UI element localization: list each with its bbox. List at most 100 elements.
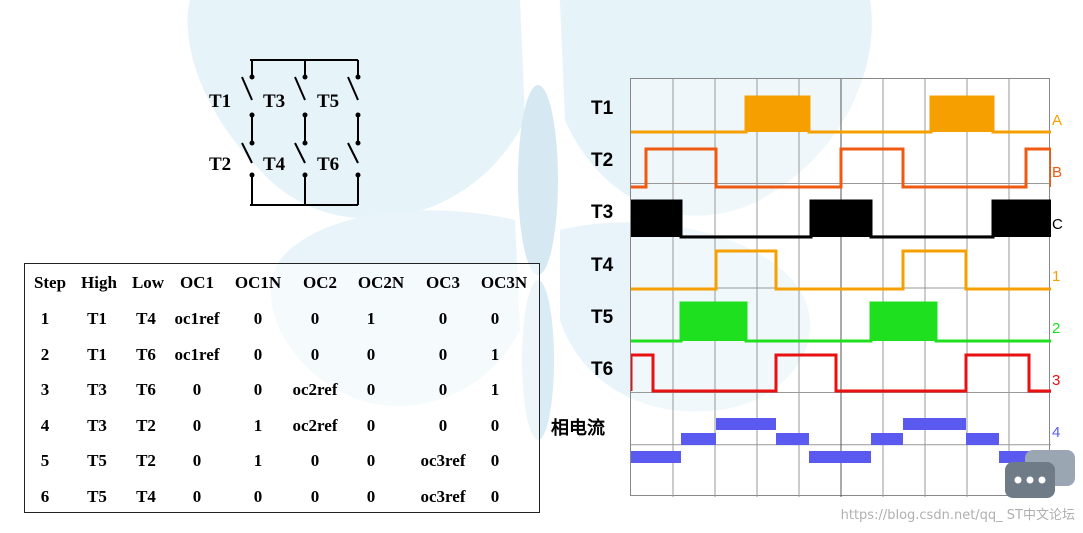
table-cell: T3 — [87, 380, 107, 399]
trace-t3-pulse — [631, 201, 681, 237]
trace-t5-pulse — [871, 303, 936, 341]
table-cell: 0 — [366, 415, 376, 435]
trace-phase-current — [681, 433, 716, 445]
oscilloscope-capture: A B C 1 2 3 4 — [620, 78, 1063, 498]
trace-label-t3: T3 — [591, 202, 614, 223]
switch-wiring-icon — [241, 59, 361, 206]
table-cell: 1 — [40, 309, 50, 328]
table-cell: 0 — [192, 415, 202, 435]
switch-label-t3: T3 — [263, 91, 286, 112]
table-header-high: High — [81, 273, 117, 292]
table-header-low: Low — [131, 273, 165, 292]
table-cell: T1 — [87, 344, 107, 364]
table-header-oc1: OC1 — [180, 273, 214, 292]
table-header-oc3: OC3 — [426, 273, 460, 292]
trace-label-t5: T5 — [591, 307, 614, 328]
table-cell: 0 — [366, 380, 376, 399]
table-cell: 0 — [438, 415, 448, 435]
table-cell: oc2ref — [292, 380, 338, 399]
table-cell: 0 — [490, 309, 500, 328]
three-phase-switch-diagram: T1 T3 T5 T2 T4 T6 — [200, 55, 375, 210]
channel-marker-3: 3 — [1052, 372, 1061, 389]
trace-phase-current — [809, 451, 871, 463]
channel-marker-2: 2 — [1052, 320, 1061, 337]
table-cell: 0 — [310, 486, 320, 506]
switch-label-t1: T1 — [209, 91, 232, 112]
table-cell: oc3ref — [420, 451, 466, 470]
table-cell: 0 — [366, 486, 376, 506]
table-cell: T4 — [136, 309, 156, 328]
scope-waveforms — [629, 79, 1053, 497]
table-cell: T1 — [87, 309, 107, 328]
table-cell: 1 — [490, 380, 500, 399]
table-cell: 3 — [40, 380, 50, 399]
table-cell: 0 — [366, 451, 376, 470]
table-cell: oc3ref — [420, 486, 466, 506]
channel-marker-1: 1 — [1052, 268, 1061, 285]
channel-marker-b: B — [1052, 164, 1063, 181]
table-cell: 0 — [310, 309, 320, 328]
trace-phase-current — [716, 418, 776, 430]
table-cell: oc1ref — [174, 344, 220, 364]
table-cell: 0 — [310, 344, 320, 364]
trace-label-phase-current: 相电流 — [551, 418, 605, 439]
trace-label-t1: T1 — [591, 98, 614, 119]
table-cell: 0 — [253, 309, 263, 328]
table-cell: T4 — [136, 486, 156, 506]
table-cell: 1 — [253, 415, 263, 435]
trace-label-t4: T4 — [591, 255, 614, 276]
trace-phase-current — [871, 433, 903, 445]
table-cell: oc2ref — [292, 415, 338, 435]
table-cell: 0 — [253, 486, 263, 506]
table-header-oc2n: OC2N — [357, 273, 405, 292]
table-cell: T2 — [136, 451, 156, 470]
table-cell: 2 — [40, 344, 50, 364]
trace-t1-pulse — [931, 97, 993, 132]
table-cell: 0 — [490, 415, 500, 435]
table-cell: 0 — [192, 380, 202, 399]
chat-bubble-icon — [1005, 450, 1075, 498]
table-cell: 0 — [438, 309, 448, 328]
table-cell: 0 — [438, 380, 448, 399]
trace-label-t2: T2 — [591, 150, 614, 171]
trace-phase-current — [966, 433, 999, 445]
table-cell: T6 — [136, 344, 156, 364]
table-cell: 0 — [490, 486, 500, 506]
table-cell: 0 — [310, 451, 320, 470]
table-cell: 0 — [192, 486, 202, 506]
table-cell: 0 — [253, 344, 263, 364]
table-cell: 0 — [490, 451, 500, 470]
switch-label-t4: T4 — [263, 154, 286, 175]
watermark: https://blog.csdn.net/qq_ ST中文论坛 — [840, 508, 1075, 523]
trace-phase-current — [631, 451, 681, 463]
trace-t1-pulse — [746, 97, 809, 132]
table-cell: 1 — [366, 309, 376, 328]
trace-label-t6: T6 — [591, 359, 614, 380]
channel-marker-4: 4 — [1052, 424, 1061, 441]
table-cell: 4 — [40, 415, 50, 435]
table-cell: 1 — [253, 451, 263, 470]
trace-phase-current — [776, 433, 809, 445]
trace-t2 — [631, 147, 1053, 189]
switch-label-t2: T2 — [209, 154, 232, 175]
table-header-oc2: OC2 — [303, 273, 337, 292]
commutation-step-table: Step High Low OC1 OC1N OC2 OC2N OC3 OC3N… — [24, 263, 540, 513]
table-cell: 0 — [438, 344, 448, 364]
table-cell: 6 — [40, 486, 50, 506]
switch-label-t5: T5 — [317, 91, 340, 112]
table-header-oc1n: OC1N — [234, 273, 282, 292]
trace-t4 — [631, 249, 1051, 291]
table-cell: T3 — [87, 415, 107, 435]
table-cell: 1 — [490, 344, 500, 364]
table-cell: oc1ref — [174, 309, 220, 328]
table-cell: 0 — [253, 380, 263, 399]
table-header-step: Step — [33, 273, 67, 292]
table-header-oc3n: OC3N — [480, 273, 528, 292]
trace-t5-pulse — [681, 303, 746, 341]
table-cell: T2 — [136, 415, 156, 435]
channel-marker-c: C — [1052, 216, 1063, 233]
table-cell: T5 — [87, 486, 107, 506]
table-cell: T5 — [87, 451, 107, 470]
table-cell: 0 — [192, 451, 202, 470]
trace-phase-current — [903, 418, 966, 430]
